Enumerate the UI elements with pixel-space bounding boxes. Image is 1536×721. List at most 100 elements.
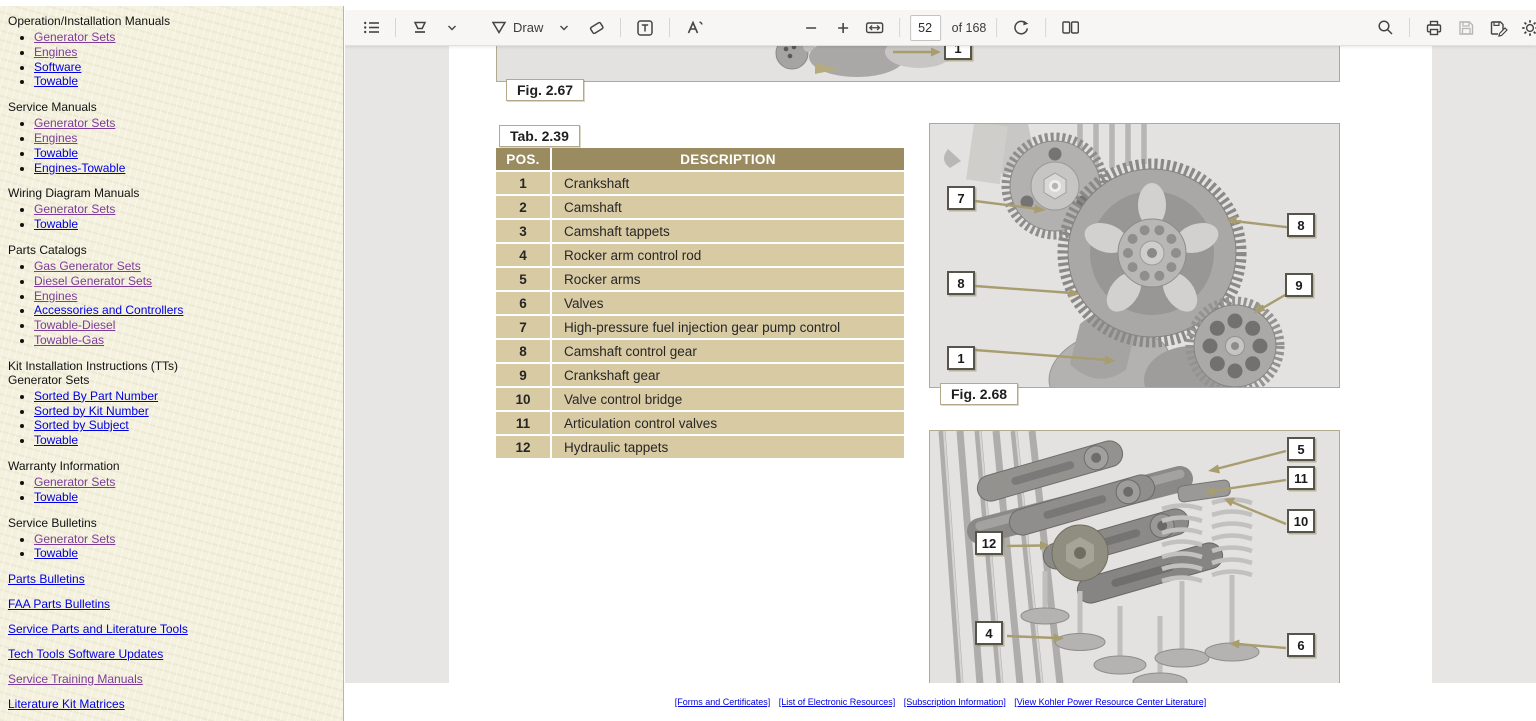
fit-to-width-button[interactable] [861, 14, 889, 42]
page-view-button[interactable] [1056, 14, 1084, 42]
sidebar-link[interactable]: Generator Sets [34, 202, 116, 217]
draw-button[interactable]: Draw [487, 14, 546, 42]
sidebar-link[interactable]: FAA Parts Bulletins [8, 596, 111, 611]
toolbar-separator [669, 18, 671, 37]
table-cell-description: Articulation control valves [552, 412, 904, 434]
rotate-button[interactable] [1007, 14, 1035, 42]
draw-options-button[interactable] [550, 14, 578, 42]
sidebar-list-item: Generator Sets [34, 116, 337, 131]
footer-link[interactable]: [List of Electronic Resources] [778, 697, 896, 707]
sidebar-link[interactable]: Generator Sets [34, 531, 116, 546]
table-cell-pos: 3 [496, 220, 550, 242]
sidebar-link[interactable]: Service Parts and Literature Tools [8, 621, 188, 636]
table-header-pos: POS. [496, 148, 550, 170]
sidebar-group: Warranty Information Generator SetsTowab… [8, 459, 337, 505]
sidebar-link[interactable]: Towable [34, 489, 79, 504]
sidebar-link[interactable]: Towable-Gas [34, 332, 105, 347]
sidebar-list-item: Engines [34, 131, 337, 146]
zoom-in-button[interactable] [829, 14, 857, 42]
highlight-options-button[interactable] [438, 14, 466, 42]
sidebar-list-item: Generator Sets [34, 475, 337, 490]
sidebar-list-item: Diesel Generator Sets [34, 274, 337, 289]
chevron-down-icon [448, 25, 456, 30]
footer-link[interactable]: [Forms and Certificates] [674, 697, 771, 707]
sidebar-link[interactable]: Sorted by Subject [34, 418, 129, 433]
settings-button[interactable] [1516, 14, 1536, 42]
sidebar-link[interactable]: Service Training Manuals [8, 671, 143, 686]
sidebar-heading-line: Parts Catalogs [8, 242, 87, 257]
page-number-input[interactable] [909, 14, 941, 41]
sidebar-group-heading: Kit Installation Instructions (TTs)Gener… [8, 359, 337, 387]
valves [1020, 571, 1260, 683]
print-button[interactable] [1420, 14, 1448, 42]
table-header-description: DESCRIPTION [552, 148, 904, 170]
save-as-button[interactable] [1484, 14, 1512, 42]
pdf-canvas[interactable]: 1 Fig. 2.67 Tab. 2.39 POS. DESCRIPTION 1… [345, 46, 1536, 683]
sidebar-group-heading: Warranty Information [8, 459, 337, 473]
add-text-button[interactable] [631, 14, 659, 42]
sidebar-link[interactable]: Engines-Towable [34, 160, 126, 175]
zoom-out-button[interactable] [797, 14, 825, 42]
sidebar-list-item: Towable [34, 433, 337, 448]
sidebar-link-list: Generator SetsEnginesSoftwareTowable [8, 30, 337, 89]
sidebar-link[interactable]: Sorted by Kit Number [34, 403, 149, 418]
sidebar-link[interactable]: Gas Generator Sets [34, 258, 141, 273]
footer-link[interactable]: [View Kohler Power Resource Center Liter… [1014, 697, 1207, 707]
sidebar-link[interactable]: Tech Tools Software Updates [8, 646, 164, 661]
table-of-contents-button[interactable] [357, 14, 385, 42]
sidebar-link[interactable]: Accessories and Controllers [34, 303, 184, 318]
sidebar-link[interactable]: Towable-Diesel [34, 318, 116, 333]
sidebar-link[interactable]: Parts Bulletins [8, 571, 85, 586]
sidebar-link[interactable]: Sorted By Part Number [34, 388, 159, 403]
sidebar-list-item: Sorted by Kit Number [34, 404, 337, 419]
eraser-icon [590, 21, 604, 35]
minus-icon [805, 26, 816, 29]
table-cell-pos: 4 [496, 244, 550, 266]
read-aloud-button[interactable] [680, 14, 708, 42]
sidebar-link[interactable]: Towable [34, 433, 79, 448]
erase-button[interactable] [582, 14, 610, 42]
sidebar-link[interactable]: Generator Sets [34, 30, 116, 44]
sidebar-link[interactable]: Towable [34, 145, 79, 160]
sidebar-link-list: Generator SetsEnginesTowableEngines-Towa… [8, 116, 337, 175]
sidebar-link-list: Sorted By Part NumberSorted by Kit Numbe… [8, 389, 337, 448]
sidebar-group: Service Bulletins Generator SetsTowable [8, 516, 337, 562]
sidebar-group: Operation/Installation Manuals Generator… [8, 14, 337, 89]
sidebar-link[interactable]: Generator Sets [34, 474, 116, 489]
sidebar-list-item: Software [34, 60, 337, 75]
sidebar-link[interactable]: Literature Kit Matrices [8, 696, 125, 711]
sidebar-link[interactable]: Generator Sets [34, 116, 116, 131]
text-box-icon [637, 19, 654, 36]
sidebar-link[interactable]: Towable [34, 74, 79, 89]
toolbar-separator [1045, 18, 1047, 37]
sidebar-link[interactable]: Diesel Generator Sets [34, 273, 153, 288]
sidebar-link-list: Generator SetsTowable [8, 475, 337, 505]
table-cell-pos: 10 [496, 388, 550, 410]
sidebar-list-item: Towable-Gas [34, 333, 337, 348]
highlight-button[interactable] [406, 14, 434, 42]
footer-link[interactable]: [Subscription Information] [903, 697, 1006, 707]
figure-2-67-label: Fig. 2.67 [506, 79, 585, 101]
figure-2-67 [496, 46, 1340, 82]
sidebar-link[interactable]: Engines [34, 130, 78, 145]
save-as-icon [1490, 20, 1508, 37]
valve-train-illustration [938, 430, 1287, 683]
table-cell-pos: 12 [496, 436, 550, 458]
sidebar-list-item: Sorted By Part Number [34, 389, 337, 404]
sidebar-group-heading: Service Bulletins [8, 516, 337, 530]
sidebar-list-item: Engines [34, 289, 337, 304]
sidebar-link[interactable]: Software [34, 59, 82, 74]
sidebar-group: Kit Installation Instructions (TTs)Gener… [8, 359, 337, 448]
sidebar-link[interactable]: Towable [34, 546, 79, 561]
sidebar-link[interactable]: Towable [34, 217, 79, 232]
sidebar-link[interactable]: Engines [34, 44, 78, 59]
sidebar-link[interactable]: Engines [34, 288, 78, 303]
search-button[interactable] [1371, 14, 1399, 42]
plus-icon [837, 22, 848, 33]
